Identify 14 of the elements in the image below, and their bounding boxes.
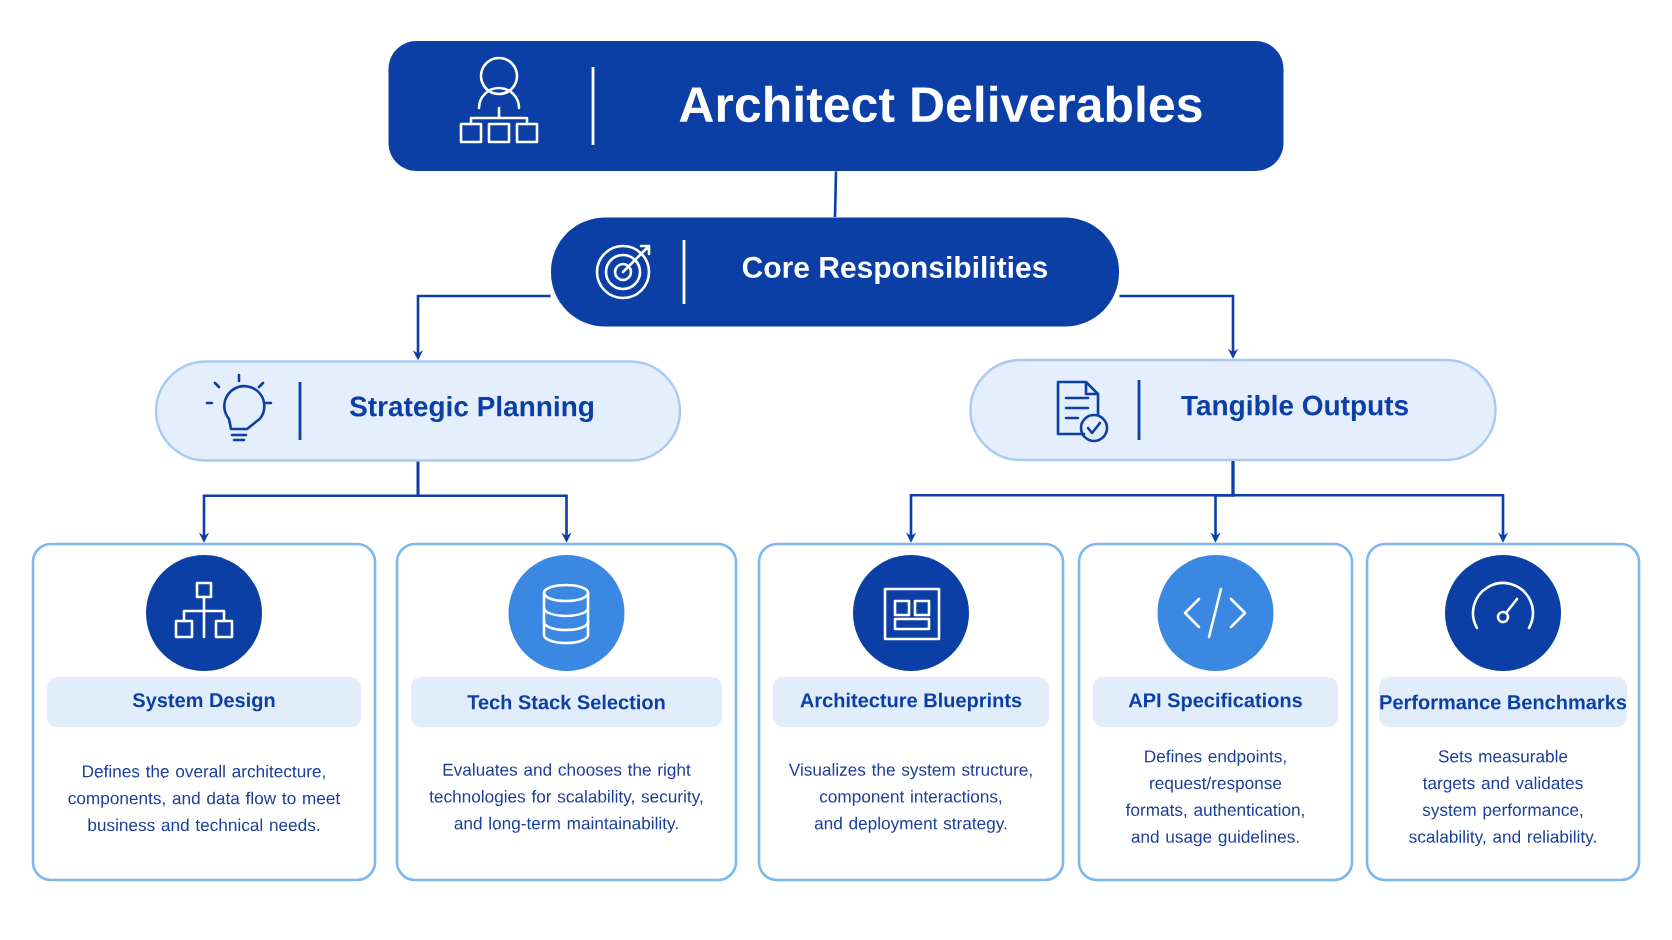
description-text: Sets measurable targets and validates system performance, scalability, and reliability.: [1409, 749, 1596, 847]
card-heading: Architecture Blueprints: [773, 677, 1049, 727]
category-pill: Strategic Planning: [154, 360, 682, 462]
card-heading: API Specifications: [1093, 677, 1338, 727]
description-text: Defines endpoints, request/response formats, authentication, and usage guidelines.: [1125, 749, 1304, 847]
card-heading: Tech Stack Selection: [411, 677, 722, 727]
description-text: Evaluates and chooses the right technologies for scalability, security, and long-term maintainability.: [429, 763, 703, 833]
title-box: Architect Deliverables: [388, 41, 1284, 171]
category-pill: Tangible Outputs: [969, 358, 1497, 462]
category-pill: Core Responsibilities: [551, 217, 1119, 327]
description-text: Defines the overall architecture, components, and data flow to meet business and technical needs.: [68, 764, 341, 832]
card-heading: System Design: [47, 677, 361, 727]
description-text: Visualizes the system structure, component interactions, and deployment strategy.: [788, 763, 1032, 833]
card-heading: Performance Benchmarks: [1379, 677, 1627, 727]
